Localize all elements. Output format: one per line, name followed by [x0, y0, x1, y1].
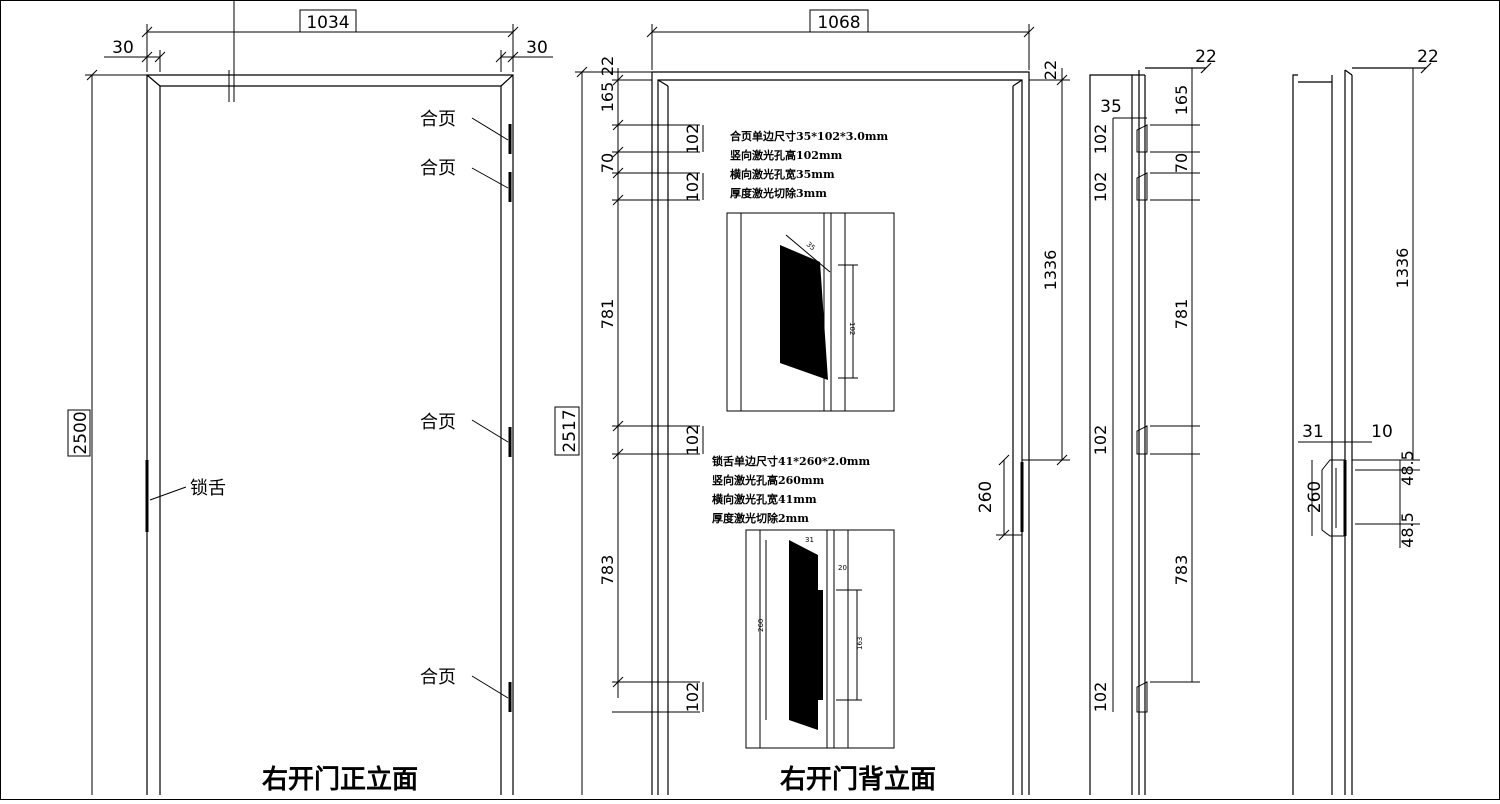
- latch-note-line-3: 横向激光孔宽41mm: [712, 492, 817, 506]
- latch-side-dim-1336: 1336: [1393, 248, 1412, 289]
- hinge-side-view: 22 35 102 102 102 102 165 70 781: [1089, 47, 1217, 795]
- latch-side-dim-48-5-bottom: 48.5: [1398, 512, 1417, 548]
- hinge-note-line-3: 横向激光孔宽35mm: [730, 167, 835, 181]
- front-left-frame-label: 30: [112, 38, 134, 58]
- back-width-label: 1068: [817, 13, 860, 33]
- back-right-dims: 22 1336 260: [976, 60, 1070, 541]
- latch-side-view: 22 1336 31 10 260 48.5 48.5: [1292, 47, 1439, 795]
- latch-detail-w: 31: [805, 536, 814, 544]
- latch-side-pocket: [1321, 459, 1347, 537]
- front-height-dimension: 2500: [67, 69, 147, 795]
- latch-note-line-4: 厚度激光切除2mm: [712, 511, 809, 525]
- hinge-side-dim-781: 781: [1172, 299, 1191, 330]
- back-view-title: 右开门背立面: [780, 764, 936, 795]
- back-dim-783: 783: [598, 555, 617, 586]
- front-width-dimension: 1034: [141, 9, 519, 72]
- hinge-side-dim-102c: 102: [1091, 425, 1110, 456]
- front-right-frame-label: 30: [526, 38, 548, 58]
- hinge-side-pockets: [1136, 124, 1148, 713]
- hinge-detail-h: 102: [848, 322, 856, 335]
- back-hinge-dim-2: 102: [683, 172, 702, 203]
- back-dim-165: 165: [598, 82, 617, 113]
- hinge-side-dim-102d: 102: [1091, 682, 1110, 713]
- front-latch-leader: [149, 486, 187, 501]
- back-left-chain: 165 22 70 781 783: [598, 56, 700, 713]
- back-hinge-dims: 102 102 102 102: [683, 124, 704, 713]
- back-hinge-dim-4: 102: [683, 682, 702, 713]
- latch-side-dim-31: 31: [1302, 422, 1324, 442]
- front-view-title: 右开门正立面: [262, 764, 418, 795]
- latch-side-dim-10: 10: [1371, 422, 1393, 442]
- latch-note-line-1: 锁舌单边尺寸41*260*2.0mm: [712, 454, 871, 468]
- front-center-mark: [228, 0, 235, 102]
- latch-side-dim-260: 260: [1305, 481, 1325, 513]
- back-view: 1068 2517: [554, 9, 1070, 795]
- front-hinge-leaders: [471, 117, 509, 699]
- back-dim-70: 70: [598, 153, 617, 173]
- back-hinge-dim-3: 102: [683, 425, 702, 456]
- front-frame-width-dimensions: 30 30: [104, 38, 553, 72]
- hinge-side-dim-22: 22: [1195, 47, 1217, 67]
- hinge-note: 合页单边尺寸35*102*3.0mm 竖向激光孔高102mm 横向激光孔宽35m…: [730, 129, 889, 200]
- back-height-dimension: 2517: [554, 66, 652, 795]
- back-dim-1336: 1336: [1041, 250, 1060, 291]
- latch-detail: 260 163 31 48.5 48.5 20: [745, 529, 895, 749]
- back-dim-top-right: 22: [1041, 60, 1060, 80]
- hinge-side-dim-35: 35: [1100, 97, 1122, 117]
- hinge-side-dim-70: 70: [1172, 153, 1191, 173]
- front-hinge-label-2: 合页: [420, 158, 456, 179]
- front-hinge-label-4: 合页: [420, 667, 456, 688]
- hinge-note-line-1: 合页单边尺寸35*102*3.0mm: [730, 129, 889, 143]
- latch-detail-a: 48.5: [800, 562, 808, 578]
- hinge-detail: 35 102: [726, 212, 895, 412]
- back-dim-22: 22: [598, 56, 617, 76]
- hinge-note-line-2: 竖向激光孔高102mm: [730, 148, 843, 162]
- back-width-dimension: 1068: [646, 9, 1035, 70]
- back-frame: [651, 71, 1030, 795]
- hinge-detail-w: 35: [805, 240, 817, 252]
- hinge-side-dims: 35 102 102 102 102 165 70 781 783: [1091, 68, 1200, 712]
- latch-note: 锁舌单边尺寸41*260*2.0mm 竖向激光孔高260mm 横向激光孔宽41m…: [712, 454, 871, 525]
- hinge-note-line-4: 厚度激光切除3mm: [730, 186, 827, 200]
- latch-side-dim-48-5-top: 48.5: [1398, 450, 1417, 486]
- hinge-side-dim-102a: 102: [1091, 124, 1110, 155]
- latch-detail-d: 163: [856, 637, 864, 650]
- latch-detail-b: 48.5: [800, 699, 808, 715]
- latch-side-dim-22: 22: [1417, 47, 1439, 67]
- front-frame: [146, 74, 514, 795]
- hinge-side-dim-783: 783: [1172, 555, 1191, 586]
- back-dim-781: 781: [598, 299, 617, 330]
- back-height-label: 2517: [560, 409, 580, 452]
- latch-detail-c: 20: [838, 564, 847, 572]
- back-hinge-dim-1: 102: [683, 124, 702, 155]
- hinge-side-dim-102b: 102: [1091, 172, 1110, 203]
- front-hinge-label-1: 合页: [420, 109, 456, 130]
- back-dim-260: 260: [976, 481, 996, 513]
- front-width-label: 1034: [306, 13, 349, 33]
- latch-note-line-2: 竖向激光孔高260mm: [712, 473, 825, 487]
- front-height-label: 2500: [71, 411, 91, 454]
- latch-detail-h: 260: [757, 619, 765, 632]
- front-latch-label: 锁舌: [190, 478, 226, 499]
- front-view: 1034 30 30 2500: [67, 0, 553, 795]
- latch-side-dims: 31 10 260 48.5 48.5: [1298, 422, 1420, 548]
- front-hinge-label-3: 合页: [420, 412, 456, 433]
- hinge-side-dim-165: 165: [1172, 85, 1191, 116]
